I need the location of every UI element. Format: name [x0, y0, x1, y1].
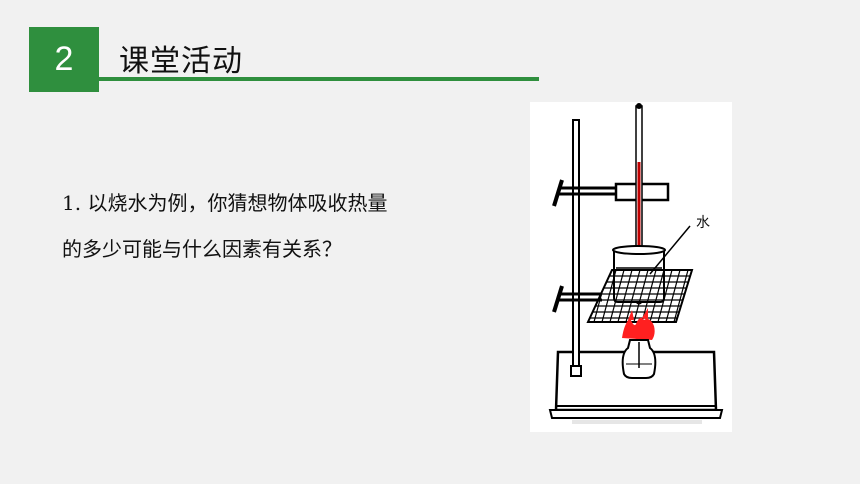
stand-base	[548, 350, 724, 424]
upper-clamp	[552, 179, 670, 207]
question-line-1-text: 以烧水为例，你猜想物体吸收热量	[87, 191, 388, 215]
question-line-1: 1. 以烧水为例，你猜想物体吸收热量	[62, 180, 482, 226]
section-number: 2	[54, 40, 74, 78]
question-text: 1. 以烧水为例，你猜想物体吸收热量 的多少可能与什么因素有关系？	[62, 180, 482, 272]
question-number: 1.	[62, 191, 82, 215]
page-title: 课堂活动	[119, 44, 243, 79]
flame	[622, 308, 655, 340]
alcohol-lamp	[621, 339, 657, 379]
heating-apparatus-figure: 水	[530, 102, 732, 432]
question-line-2: 的多少可能与什么因素有关系？	[62, 237, 342, 261]
water-label: 水	[696, 215, 710, 231]
title-underline	[99, 77, 539, 81]
stand-rod	[570, 119, 582, 377]
section-number-badge: 2	[29, 27, 99, 92]
lower-clamp	[552, 285, 602, 313]
apparatus-illustration	[548, 103, 724, 424]
